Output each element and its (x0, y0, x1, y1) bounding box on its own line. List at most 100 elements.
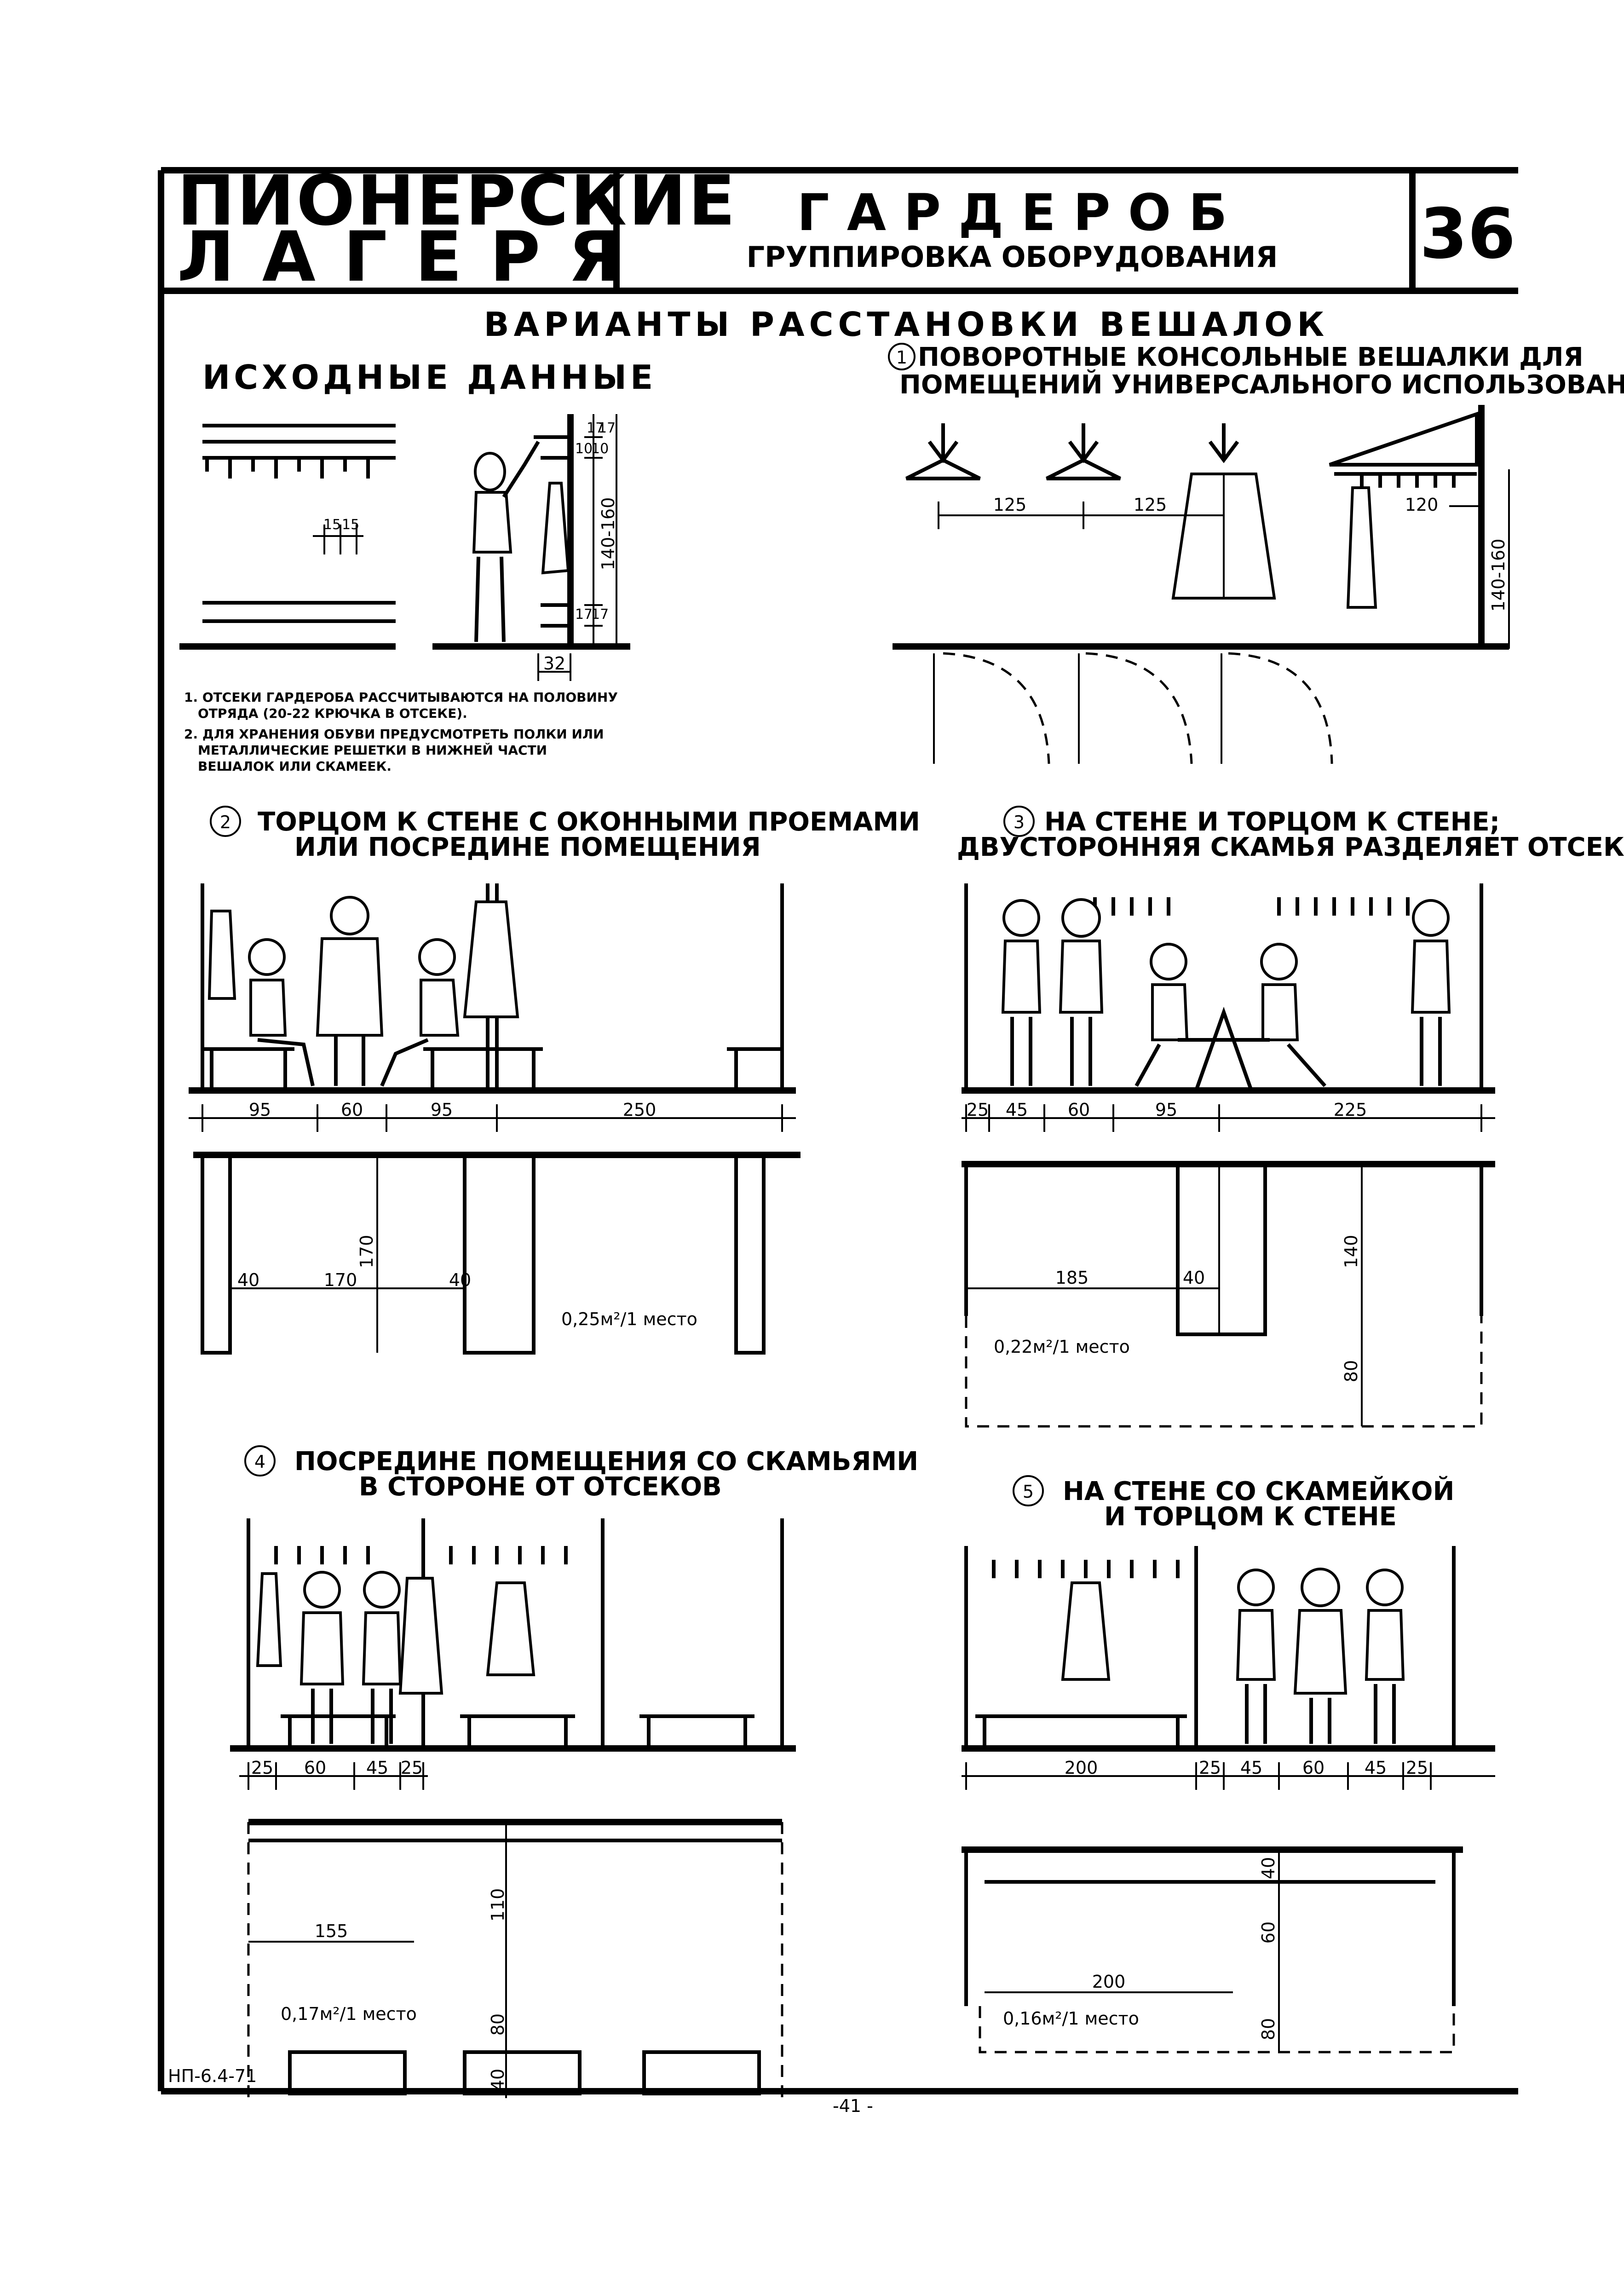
v3-plan-185: 185 (1055, 1268, 1089, 1288)
v3-dim-60: 60 (1068, 1100, 1090, 1120)
note-line-3: 2. ДЛЯ ХРАНЕНИЯ ОБУВИ ПРЕДУСМОТРЕТЬ ПОЛК… (184, 727, 604, 742)
initial-data-block: ИСХОДНЫЕ ДАННЫЕ 15 15 (179, 358, 657, 774)
v5-dim-60: 60 (1302, 1758, 1325, 1778)
child-sitting-icon (248, 938, 315, 1086)
v5-dim-25a: 25 (1199, 1758, 1221, 1778)
coat-v4-a-icon (398, 1577, 443, 1695)
page-number-badge: 36 (1420, 194, 1516, 274)
v5-plan-60: 60 (1258, 1921, 1278, 1944)
v4-area-per-place: 0,17м²/1 место (281, 2004, 417, 2024)
coat-v5-icon (1061, 1581, 1111, 1681)
footer-page: -41 - (833, 2096, 873, 2116)
variant-4-caption-2: В СТОРОНЕ ОТ ОТСЕКОВ (359, 1472, 722, 1502)
v3-plan-140: 140 (1341, 1235, 1361, 1269)
v5-plan-200: 200 (1092, 1972, 1126, 1992)
v3-dim-225: 225 (1334, 1100, 1367, 1120)
coats-group-icon (463, 900, 519, 1018)
swivel-hanger-2-icon (1046, 423, 1121, 480)
variant-3-caption-1: НА СТЕНЕ И ТОРЦОМ К СТЕНЕ; (1044, 807, 1500, 837)
v1-dim-125a: 125 (993, 495, 1027, 515)
v2-dim-95b: 95 (431, 1100, 453, 1120)
variant-5: 5 НА СТЕНЕ СО СКАМЕЙКОЙ И ТОРЦОМ К СТЕНЕ (962, 1475, 1495, 2054)
children-group-4-icon (299, 1571, 402, 1744)
variant-4-caption-1: ПОСРЕДИНЕ ПОМЕЩЕНИЯ СО СКАМЬЯМИ (294, 1447, 918, 1477)
header-center-title: Г А Р Д Е Р О Б (797, 183, 1227, 242)
hook-marks-row (205, 458, 370, 479)
wall-bracket-rack (1329, 411, 1479, 609)
v5-dim-45a: 45 (1240, 1758, 1262, 1778)
coat-on-hook-icon (541, 482, 570, 575)
double-bench (1178, 1006, 1270, 1091)
bench-v5 (975, 1714, 1187, 1748)
child-figure-reaching (472, 440, 540, 642)
dim-bot-17a: 17 (575, 606, 593, 623)
coat-v4-c-icon (256, 1572, 282, 1667)
v1-dim-120: 120 (1405, 495, 1439, 515)
v1-dim-125b: 125 (1134, 495, 1167, 515)
v3-dim-95: 95 (1155, 1100, 1177, 1120)
coat-on-hanger-icon (1171, 423, 1276, 600)
v3-plan-40: 40 (1183, 1268, 1205, 1288)
child-standing-coat-icon (316, 896, 384, 1086)
v2-plan-170b: 170 (357, 1235, 377, 1269)
v4-dim-60: 60 (304, 1758, 326, 1778)
variant-3-number: 3 (1014, 812, 1025, 832)
child-sitting-2-icon (380, 938, 460, 1087)
variant-1-number: 1 (896, 347, 907, 368)
dim-hook-pitch-1: 15 (323, 517, 341, 533)
v5-dim-25b: 25 (1406, 1758, 1428, 1778)
v1-dim-140-160: 140-160 (1488, 539, 1509, 612)
v5-dim-200: 200 (1065, 1758, 1098, 1778)
variant-4-number: 4 (254, 1452, 265, 1472)
variant-5-caption-2: И ТОРЦОМ К СТЕНЕ (1104, 1502, 1397, 1532)
coat-v4-b-icon (486, 1581, 536, 1676)
v2-plan-170a: 170 (324, 1270, 357, 1290)
dim-32: 32 (543, 653, 565, 674)
hook-row-right (1277, 897, 1410, 916)
dim-bot-17b: 17 (591, 606, 609, 623)
variant-5-number: 5 (1023, 1482, 1034, 1502)
hook-row-v5 (992, 1560, 1180, 1578)
v3-plan-80: 80 (1341, 1360, 1361, 1382)
footer-code: НП-6.4-71 (168, 2066, 257, 2086)
note-line-1: 1. ОТСЕКИ ГАРДЕРОБА РАССЧИТЫВАЮТСЯ НА ПО… (184, 690, 618, 705)
header-title-line-2: Л А Г Е Р Я (177, 217, 623, 297)
v5-area-per-place: 0,16м²/1 место (1003, 2008, 1139, 2029)
variant-1-caption-1: ПОВОРОТНЫЕ КОНСОЛЬНЫЕ ВЕШАЛКИ ДЛЯ (918, 342, 1584, 372)
variant-4: 4 ПОСРЕДИНЕ ПОМЕЩЕНИЯ СО СКАМЬЯМИ В СТОР… (230, 1445, 918, 2098)
v4-plan-110: 110 (488, 1888, 508, 1922)
v2-dim-60: 60 (341, 1100, 363, 1120)
variant-1: 1 ПОВОРОТНЫЕ КОНСОЛЬНЫЕ ВЕШАЛКИ ДЛЯ ПОМЕ… (888, 342, 1624, 764)
variant-2-caption-1: ТОРЦОМ К СТЕНЕ С ОКОННЫМИ ПРОЕМАМИ (258, 807, 920, 837)
variant-3: 3 НА СТЕНЕ И ТОРЦОМ К СТЕНЕ; ДВУСТОРОННЯ… (957, 806, 1624, 1428)
v3-area-per-place: 0,22м²/1 место (994, 1337, 1130, 1357)
note-line-5: ВЕШАЛОК ИЛИ СКАМЕЕК. (198, 759, 392, 774)
v5-plan-40: 40 (1258, 1857, 1278, 1879)
variant-2: 2 ТОРЦОМ К СТЕНЕ С ОКОННЫМИ ПРОЕМАМИ ИЛИ… (189, 806, 920, 1355)
note-line-4: МЕТАЛЛИЧЕСКИЕ РЕШЕТКИ В НИЖНЕЙ ЧАСТИ (198, 742, 547, 758)
header-center-subtitle: ГРУППИРОВКА ОБОРУДОВАНИЯ (747, 240, 1278, 274)
v4-plan-155: 155 (315, 1921, 348, 1941)
v4-plan-40: 40 (488, 2069, 508, 2091)
dim-top-17: 17 (587, 420, 604, 436)
v4-dim-45: 45 (366, 1758, 388, 1778)
swivel-hanger-1-icon (905, 423, 981, 480)
coat-left-icon (207, 910, 236, 1000)
v2-plan-40a: 40 (237, 1270, 259, 1290)
initial-data-title: ИСХОДНЫЕ ДАННЫЕ (202, 358, 657, 397)
hook-row-left (1093, 897, 1170, 916)
variant-2-number: 2 (220, 812, 231, 832)
v4-dim-25a: 25 (251, 1758, 273, 1778)
section-title: ВАРИАНТЫ РАССТАНОВКИ ВЕШАЛОК (484, 305, 1329, 344)
header-title-line-1: ПИОНЕРСКИЕ (177, 161, 737, 241)
page-frame (158, 167, 1518, 2094)
v2-dim-250: 250 (623, 1100, 657, 1120)
children-group-3-icon (1001, 898, 1451, 1087)
v3-dim-25: 25 (967, 1100, 989, 1120)
v4-plan-80: 80 (488, 2013, 508, 2036)
dim-top-10a: 10 (575, 441, 593, 457)
v4-dim-25b: 25 (401, 1758, 423, 1778)
variant-3-caption-2: ДВУСТОРОННЯЯ СКАМЬЯ РАЗДЕЛЯЕТ ОТСЕКИ (957, 832, 1624, 862)
dim-top-17b: 17 (598, 420, 616, 436)
